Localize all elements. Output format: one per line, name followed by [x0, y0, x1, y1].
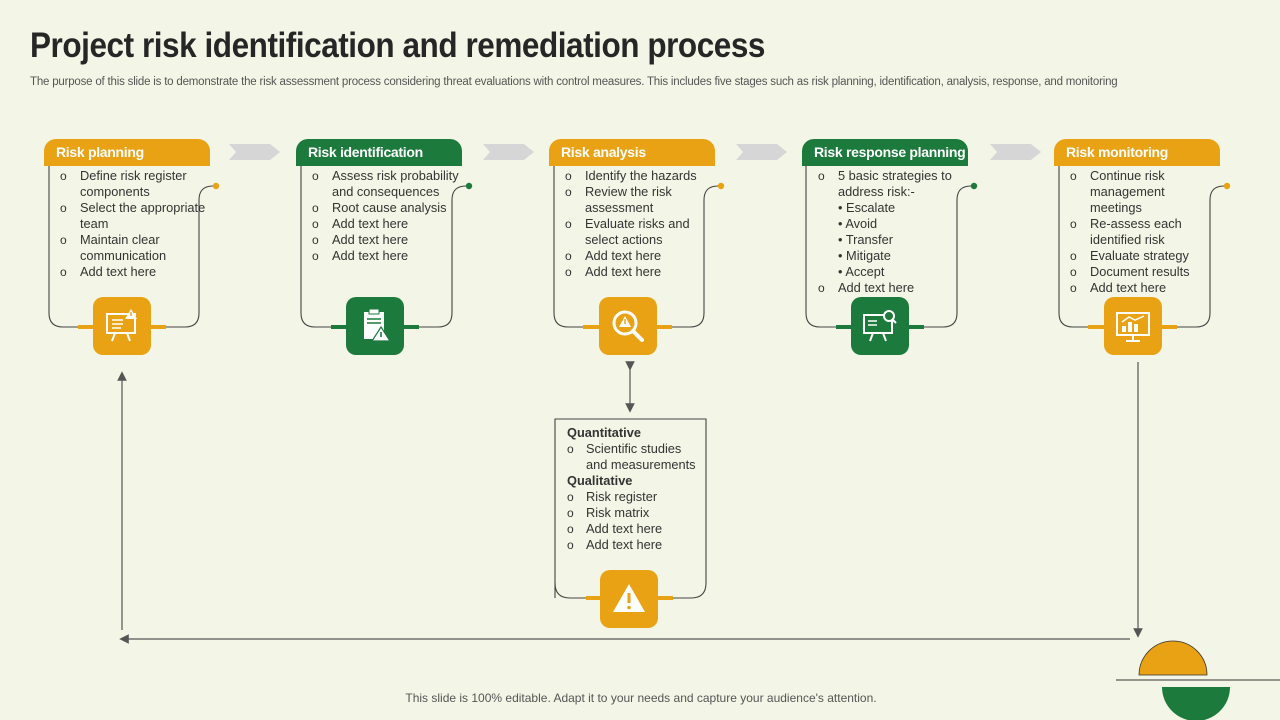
strategy-item: • Transfer [838, 232, 893, 247]
stage-items: Define risk register components Select t… [58, 168, 208, 280]
stage-title: Risk planning [44, 139, 210, 166]
list-item: Add text here [58, 264, 208, 280]
list-item: Add text here [310, 232, 460, 248]
stage-items: Identify the hazards Review the risk ass… [563, 168, 713, 280]
list-item: Evaluate risks and select actions [563, 216, 713, 248]
page-title: Project risk identification and remediat… [30, 26, 766, 65]
qualitative-label: Qualitative [567, 473, 633, 488]
list-item: Identify the hazards [563, 168, 713, 184]
list-item: Risk matrix [554, 505, 706, 521]
list-item: Document results [1068, 264, 1218, 280]
list-item: Review the risk assessment [563, 184, 713, 216]
list-item: Root cause analysis [310, 200, 460, 216]
qualitative-items: Risk register Risk matrix Add text here … [554, 489, 706, 553]
footer-note: This slide is 100% editable. Adapt it to… [405, 691, 877, 705]
stage-risk-identification: Risk identification Assess risk probabil… [296, 139, 462, 329]
stage-risk-monitoring: Risk monitoring Continue risk management… [1054, 139, 1220, 329]
magnifier-warning-icon [599, 297, 657, 355]
strategy-item: • Avoid [838, 216, 878, 231]
presentation-warning-icon [93, 297, 151, 355]
clipboard-warning-icon [346, 297, 404, 355]
list-item: Add text here [1068, 280, 1218, 296]
list-item: Add text here [563, 264, 713, 280]
strategy-item: • Accept [838, 264, 885, 279]
list-item: Risk register [554, 489, 706, 505]
presentation-search-icon [851, 297, 909, 355]
list-item: Assess risk probability and consequences [310, 168, 460, 200]
stage-risk-planning: Risk planning Define risk register compo… [44, 139, 210, 329]
strategy-item: • Escalate [838, 200, 896, 215]
analysis-detail-box: Quantitative Scientific studies and meas… [554, 419, 706, 599]
list-item: Add text here [310, 248, 460, 264]
list-item: Continue risk management meetings [1068, 168, 1218, 216]
list-item: Select the appropriate team [58, 200, 208, 232]
stage-items: Assess risk probability and consequences… [310, 168, 460, 264]
list-item: Re-assess each identified risk [1068, 216, 1218, 248]
warning-triangle-icon [600, 570, 658, 628]
quantitative-label: Quantitative [567, 425, 641, 440]
stage-title: Risk identification [296, 139, 462, 166]
stage-items: 5 basic strategies to address risk:- • E… [816, 168, 966, 296]
list-item: Add text here [310, 216, 460, 232]
list-item: Add text here [554, 521, 706, 537]
list-item: 5 basic strategies to address risk:- [816, 168, 966, 200]
stage-risk-analysis: Risk analysis Identify the hazards Revie… [549, 139, 715, 329]
page-subtitle: The purpose of this slide is to demonstr… [30, 76, 1118, 88]
list-item: Evaluate strategy [1068, 248, 1218, 264]
quantitative-items: Scientific studies and measurements [554, 441, 706, 473]
list-item: Add text here [816, 280, 966, 296]
list-item: Add text here [563, 248, 713, 264]
stage-title: Risk analysis [549, 139, 715, 166]
stage-risk-response-planning: Risk response planning 5 basic strategie… [802, 139, 968, 329]
strategy-item: • Mitigate [838, 248, 891, 263]
stage-title: Risk response planning [802, 139, 968, 166]
stage-title: Risk monitoring [1054, 139, 1220, 166]
stage-items: Continue risk management meetings Re-ass… [1068, 168, 1218, 296]
list-item: Scientific studies and measurements [554, 441, 706, 473]
chart-monitor-icon [1104, 297, 1162, 355]
list-item: Maintain clear communication [58, 232, 208, 264]
list-item: Add text here [554, 537, 706, 553]
list-item: Define risk register components [58, 168, 208, 200]
